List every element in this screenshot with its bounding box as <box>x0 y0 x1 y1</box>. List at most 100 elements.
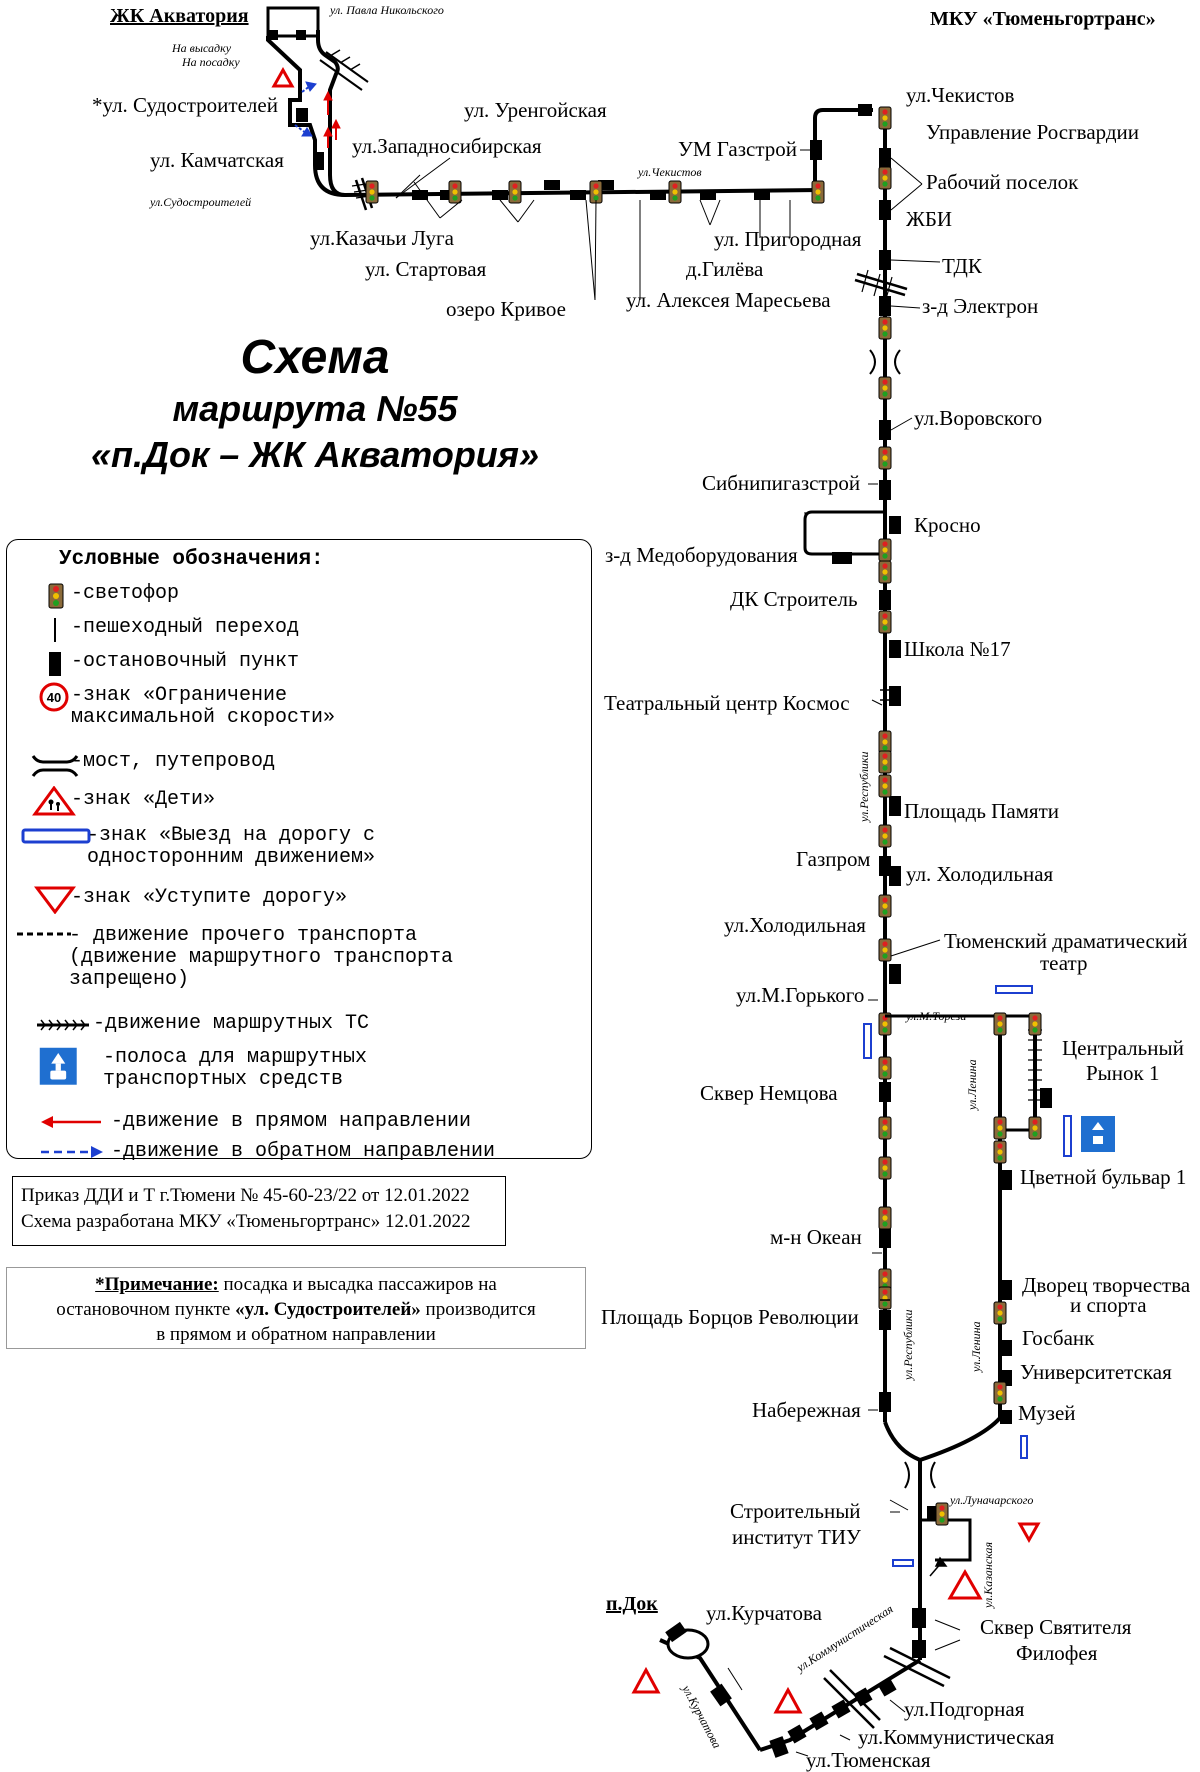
stop-label: ЖБИ <box>906 207 952 231</box>
stop-label: институт ТИУ <box>732 1525 861 1549</box>
stop-label: Сибнипигазстрой <box>702 471 860 495</box>
legend-item: -знак «Дети» <box>7 786 587 816</box>
order-info: Приказ ДДИ и Т г.Тюмени № 45-60-23/22 от… <box>12 1176 506 1246</box>
legend-text: -мост, путепровод <box>71 750 276 773</box>
legend-item: -движение маршрутных ТС <box>7 1010 587 1040</box>
stop-label: ул.Тюменская <box>806 1748 931 1772</box>
backward-arrow-icon <box>294 81 317 137</box>
stop-label: Набережная <box>752 1398 861 1422</box>
street-label: ул.Казанская <box>981 1542 995 1609</box>
legend-text: -движение в обратном направлении <box>111 1140 496 1163</box>
yield-sign-icon <box>1017 1522 1041 1544</box>
title-line-2: маршрута №55 <box>172 388 458 429</box>
legend-panel: Условные обозначения: -светофор -пешеход… <box>6 539 592 1163</box>
bus-lane-icon <box>39 1047 77 1085</box>
legend-item: -мост, путепровод <box>7 748 587 778</box>
terminal-label: п.Док <box>606 1593 658 1615</box>
terminal-label: ЖК Акватория <box>110 5 249 27</box>
note-label: *Примечание: <box>95 1274 219 1295</box>
forward-arrow-icon <box>323 90 341 148</box>
stop-label: Строительный <box>730 1499 861 1523</box>
bus-stop-icon <box>49 652 61 676</box>
stop-label: Дворец творчества <box>1022 1273 1191 1297</box>
title-line-3: «п.Док – ЖК Акватория» <box>90 434 540 475</box>
children-sign-icon <box>32 786 76 816</box>
street-label: ул.Чекистов <box>637 165 702 179</box>
note-text: остановочном пункте <box>56 1299 236 1320</box>
other-traffic-icon <box>17 932 71 936</box>
route-lenina-loop <box>885 985 1115 1459</box>
stop-label: ул. Алексея Маресьева <box>626 288 831 312</box>
stop-label: ул.Западносибирская <box>352 134 542 158</box>
children-sign-icon <box>631 1666 803 1714</box>
stop-label: ул.Курчатова <box>706 1601 823 1625</box>
legend-item: -движение в прямом направлении <box>7 1108 587 1138</box>
map-title: Схема маршрута №55 «п.Док – ЖК Акватория… <box>60 330 570 478</box>
stop-label: Университетская <box>1020 1360 1172 1384</box>
note-box: *Примечание: посадка и высадка пассажиро… <box>6 1267 586 1349</box>
legend-item: -остановочный пункт <box>7 648 587 678</box>
route-top-road <box>344 108 873 301</box>
stop-label: ул. Уренгойская <box>464 98 607 122</box>
stop-label: ул.Казачьи Луга <box>310 226 455 250</box>
one-way-exit-icon <box>21 828 91 844</box>
stop-label: ул.Коммунистическая <box>858 1725 1055 1749</box>
bus-lane-icon <box>1081 1116 1115 1152</box>
forward-arrow-icon <box>41 1116 101 1128</box>
note-text: в прямом и обратном направлении <box>156 1324 436 1345</box>
stop-label: Музей <box>1018 1401 1076 1425</box>
stop-label: ул. Камчатская <box>150 148 284 172</box>
stop-label: ул.Чекистов <box>906 83 1014 107</box>
stop-label: Школа №17 <box>904 637 1011 661</box>
stop-label: ул.Холодильная <box>724 913 866 937</box>
bridge-icon <box>31 755 79 777</box>
yield-sign-icon <box>947 1568 983 1600</box>
legend-text: -знак «Дети» <box>71 788 216 811</box>
legend-item: -светофор <box>7 580 587 610</box>
stop-label: и спорта <box>1070 1293 1147 1317</box>
stop-label: ул.М.Горького <box>736 983 864 1007</box>
stop-label: ДК Строитель <box>730 587 858 611</box>
stop-label: з-д Электрон <box>922 294 1038 318</box>
legend-text: -полоса для маршрутных транспортных сред… <box>103 1046 368 1091</box>
one-way-exit-icon <box>1020 1435 1028 1459</box>
stop-label: УМ Газстрой <box>678 137 797 161</box>
one-way-exit-icon <box>863 1023 872 1059</box>
street-label: ул.Судостроителей <box>149 195 251 209</box>
stop-label: ул. Холодильная <box>906 862 1054 886</box>
title-line-1: Схема <box>240 331 390 384</box>
note-text: производится <box>420 1299 536 1320</box>
one-way-exit-icon <box>892 1559 914 1567</box>
stop-label: Сквер Немцова <box>700 1081 838 1105</box>
stop-label: ул.Подгорная <box>904 1697 1025 1721</box>
map-labels: ЖК Акватория ул. Павла Никольского На вы… <box>92 3 1191 1772</box>
legend-text: -знак «Ограничение максимальной скорости… <box>71 684 336 729</box>
street-label: ул.Ленина <box>969 1321 983 1373</box>
stop-label: Театральный центр Космос <box>604 691 850 715</box>
route-top-left <box>266 6 369 197</box>
stop-label: Площадь Борцов Революции <box>601 1305 859 1329</box>
organization-name: МКУ «Тюменьгортранс» <box>930 8 1156 30</box>
stop-label: Площадь Памяти <box>904 799 1059 823</box>
stop-label: д.Гилёва <box>686 257 764 281</box>
legend-item: - движение прочего транспорта (движение … <box>7 922 587 992</box>
stop-label: ТДК <box>942 254 983 278</box>
stop-label: Рынок 1 <box>1086 1061 1159 1085</box>
street-label: ул.Республики <box>901 1309 915 1381</box>
legend-item: -полоса для маршрутных транспортных сред… <box>7 1044 587 1100</box>
stop-label: Рабочий поселок <box>926 170 1079 194</box>
one-way-exit-icon <box>1063 1115 1072 1157</box>
route-traffic-icon <box>37 1019 89 1031</box>
legend-text: -остановочный пункт <box>71 650 300 673</box>
order-line-1: Приказ ДДИ и Т г.Тюмени № 45-60-23/22 от… <box>21 1185 470 1206</box>
stop-label: На посадку <box>181 55 240 69</box>
stop-label: ул. Пригородная <box>714 227 862 251</box>
route-bottom <box>631 1416 1041 1758</box>
legend-heading: Условные обозначения: <box>59 548 324 571</box>
stop-label: Тюменский драматический <box>944 929 1188 953</box>
note-text: посадка и высадка пассажиров на <box>218 1274 497 1295</box>
one-way-exit-icon <box>995 985 1033 994</box>
note-stop: «ул. Судостроителей» <box>235 1299 421 1320</box>
stop-label: ул.Воровского <box>914 406 1042 430</box>
